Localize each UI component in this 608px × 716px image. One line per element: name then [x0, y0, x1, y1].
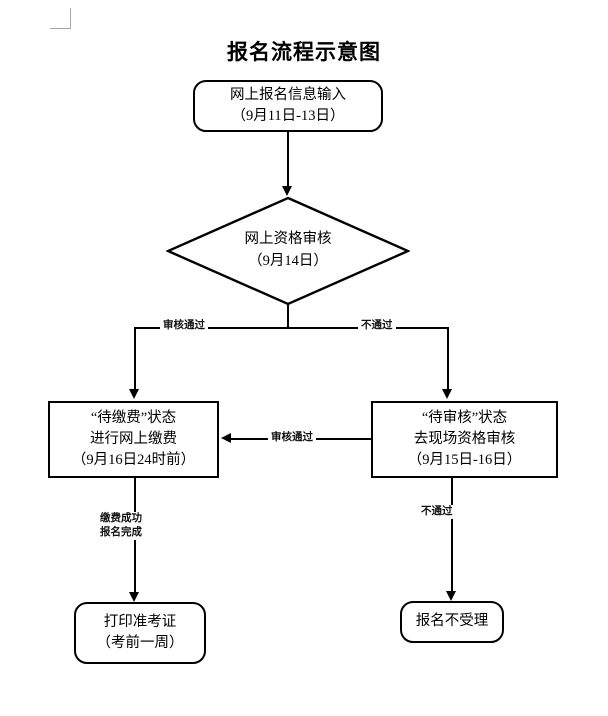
connector-onsite-fail-to-rejected	[451, 478, 453, 594]
node-online-registration-input-line1: 网上报名信息输入	[230, 86, 346, 103]
node-pending-onsite-review-state-line2: 去现场资格审核	[413, 430, 516, 447]
node-pending-onsite-review-state: “待审核”状态 去现场资格审核 （9月15日-16日）	[371, 401, 558, 478]
arrowhead-split-to-pending-payment	[129, 389, 139, 399]
node-online-qualification-review-line1: 网上资格审核	[244, 231, 332, 248]
node-print-admission-ticket-line1: 打印准考证	[103, 613, 177, 630]
node-pending-payment-state-line3: （9月16日24时前）	[71, 452, 196, 468]
node-online-registration-input-line2: （9月11日-13日）	[231, 108, 345, 124]
node-online-qualification-review-line2: （9月14日）	[248, 253, 328, 269]
node-online-qualification-review-text: 网上资格审核 （9月14日）	[166, 196, 410, 306]
connector-split-to-pending-payment	[134, 327, 136, 391]
arrowhead-split-to-pending-review	[442, 389, 452, 399]
node-print-admission-ticket: 打印准考证 （考前一周）	[74, 602, 206, 664]
node-pending-onsite-review-state-line3: （9月15日-16日）	[407, 452, 522, 468]
edge-label-payment-success: 缴费成功 报名完成	[97, 512, 145, 541]
arrowhead-onsite-pass-to-payment	[221, 433, 231, 443]
page-corner-guide-mark	[50, 8, 71, 29]
edge-label-payment-success-line1: 缴费成功	[100, 513, 142, 524]
arrowhead-input-to-review	[282, 186, 292, 196]
diamond-shape	[166, 196, 410, 306]
connector-split-bus	[134, 327, 448, 329]
node-pending-payment-state-line1: “待缴费”状态	[90, 409, 177, 426]
edge-label-onsite-fail: 不通过	[418, 505, 456, 520]
edge-label-review-fail-right: 不通过	[358, 319, 396, 334]
edge-label-payment-success-line2: 报名完成	[100, 527, 142, 539]
connector-input-to-review	[287, 132, 289, 188]
node-online-registration-input: 网上报名信息输入 （9月11日-13日）	[193, 80, 383, 132]
connector-review-to-split	[287, 304, 289, 328]
node-pending-onsite-review-state-line1: “待审核”状态	[421, 409, 508, 426]
page-title: 报名流程示意图	[227, 40, 381, 64]
node-registration-rejected: 报名不受理	[400, 601, 504, 643]
node-print-admission-ticket-line2: （考前一周）	[96, 635, 184, 651]
node-registration-rejected-line1: 报名不受理	[415, 613, 489, 630]
edge-label-onsite-pass: 审核通过	[268, 431, 316, 446]
edge-label-review-pass-left: 审核通过	[160, 319, 208, 334]
node-online-qualification-review: 网上资格审核 （9月14日）	[166, 196, 410, 306]
node-pending-payment-state-line2: 进行网上缴费	[90, 430, 177, 447]
arrowhead-onsite-fail-to-rejected	[446, 591, 456, 601]
node-pending-payment-state: “待缴费”状态 进行网上缴费 （9月16日24时前）	[48, 401, 219, 478]
connector-split-to-pending-review	[447, 327, 449, 391]
arrowhead-payment-to-print-ticket	[129, 592, 139, 602]
